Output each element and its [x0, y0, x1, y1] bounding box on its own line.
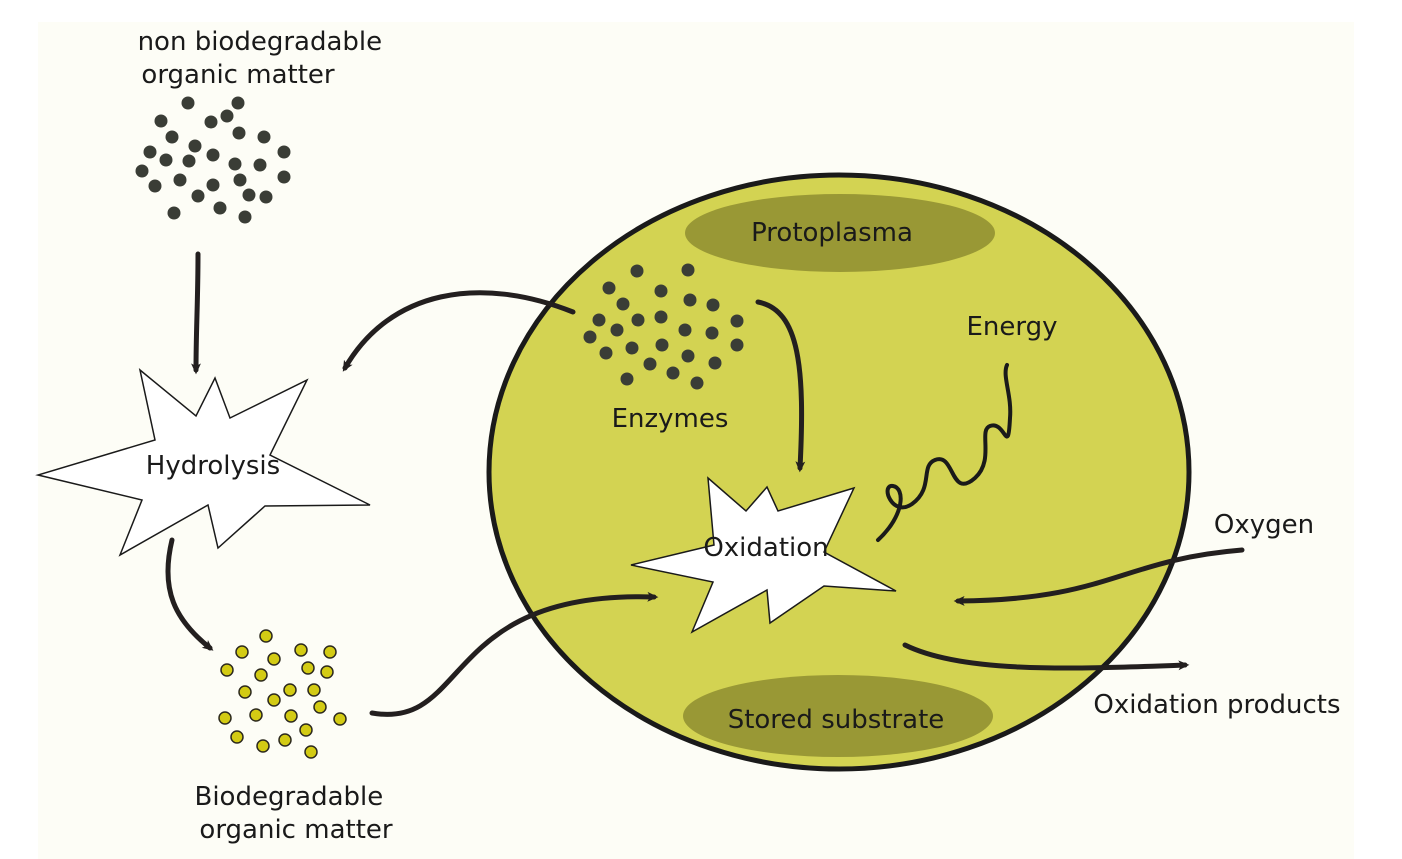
stored-substrate-label: Stored substrate — [728, 705, 945, 735]
non-biodegradable-line-2: organic matter — [141, 60, 334, 90]
arrow-oxygen-in — [953, 547, 1245, 606]
oxidation-starburst — [630, 476, 897, 634]
arrow-hydrolysis-to-bio — [165, 537, 214, 651]
arrow-nonbio-to-hydrolysis — [191, 251, 201, 375]
energy-wave — [876, 363, 1013, 542]
protoplasma-label: Protoplasma — [751, 218, 913, 248]
enzymes-label: Enzymes — [612, 404, 729, 434]
oxidation-products-label: Oxidation products — [1093, 690, 1340, 720]
arrow-enzymes-to-hydrolysis — [342, 290, 576, 372]
energy-label: Energy — [966, 312, 1057, 342]
oxygen-label: Oxygen — [1214, 510, 1314, 540]
biodegradable-line-2: organic matter — [199, 815, 392, 845]
biodegradable-label: Biodegradable organic matter — [194, 782, 392, 845]
biodegradable-particles — [218, 629, 347, 759]
arrow-oxidation-products-out — [902, 642, 1190, 671]
oxidation-label: Oxidation — [703, 533, 828, 563]
stored-substrate-organelle — [683, 675, 993, 757]
non-biodegradable-label: non biodegradable organic matter — [138, 27, 391, 90]
process-arrows — [165, 251, 1245, 717]
arrow-enzymes-to-oxidation — [755, 299, 806, 473]
non-biodegradable-line-1: non biodegradable — [138, 27, 383, 57]
hydrolysis-starburst — [35, 368, 371, 557]
biodegradable-line-1: Biodegradable — [194, 782, 383, 812]
bacterial-cell — [486, 172, 1192, 772]
arrow-bio-to-oxidation — [369, 591, 659, 717]
hydrolysis-label: Hydrolysis — [146, 451, 280, 481]
non-biodegradable-particles — [135, 96, 291, 224]
enzyme-particles — [583, 263, 744, 390]
protoplasma-organelle — [685, 194, 995, 272]
